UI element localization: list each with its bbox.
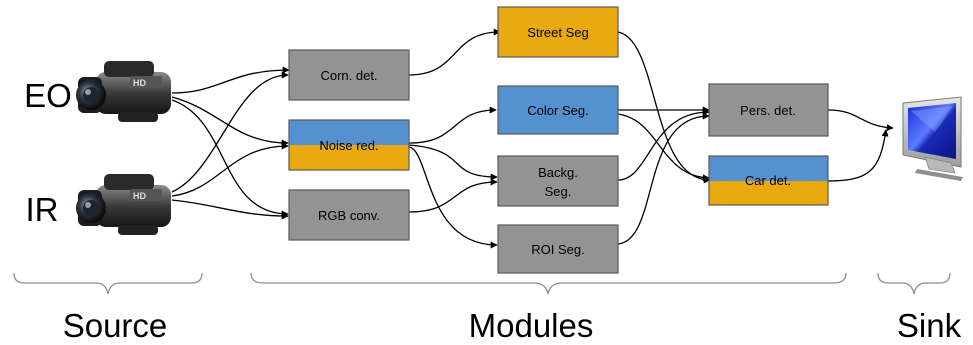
source-label-eo: EO — [24, 77, 72, 114]
edge-backg-pers — [617, 108, 710, 181]
monitor-icon — [902, 96, 963, 181]
module-color-segmentation: Color Seg. — [497, 85, 619, 135]
module-label: RGB conv. — [318, 208, 380, 223]
module-label: Pers. det. — [740, 103, 796, 118]
edge-corner-street — [408, 28, 501, 76]
module-label: Corn. det. — [320, 68, 377, 83]
module-roi-segmentation: ROI Seg. — [497, 224, 619, 274]
edge-eo-rgb — [171, 99, 289, 218]
module-label: ROI Seg. — [531, 242, 584, 257]
edge-street-car — [617, 31, 711, 184]
source-label-ir: IR — [26, 191, 59, 228]
svg-text:HD: HD — [133, 191, 146, 201]
edge-noise-roi — [408, 146, 498, 249]
module-label: Noise red. — [319, 138, 378, 153]
module-label: Backg. — [538, 165, 578, 180]
module-street-segmentation: Street Seg — [497, 6, 619, 58]
edge-car-sink — [827, 129, 889, 182]
module-car-detection: Car det. — [708, 155, 829, 206]
edge-ir-noise — [171, 142, 289, 197]
module-rgb-conversion: RGB conv. — [288, 189, 410, 241]
edge-roi-pers — [617, 112, 710, 245]
group-label-sink: Sink — [897, 307, 962, 344]
edge-rgb-backg — [408, 178, 498, 213]
module-background-segmentation: Backg. Seg. — [497, 155, 619, 207]
group-label-source: Source — [63, 307, 168, 344]
edges — [171, 28, 894, 249]
module-label: Street Seg — [527, 25, 588, 40]
edge-noise-color — [408, 106, 497, 144]
edge-ir-corner — [171, 71, 289, 193]
sink-brace — [877, 272, 951, 295]
edge-color-car — [617, 113, 710, 182]
video-camera-icon: HD — [76, 61, 171, 122]
edge-eo-corner — [171, 66, 290, 94]
edge-pers-sink — [827, 109, 894, 132]
module-label: Seg. — [545, 184, 572, 199]
module-noise-reduction: Noise red. — [288, 119, 410, 171]
video-camera-icon: HD — [76, 174, 171, 235]
group-label-modules: Modules — [469, 307, 594, 344]
module-corner-detection: Corn. det. — [288, 49, 410, 101]
svg-text:HD: HD — [133, 78, 146, 88]
module-label: Color Seg. — [527, 103, 588, 118]
edge-eo-noise — [171, 96, 289, 147]
edge-ir-rgb — [171, 199, 289, 220]
modules-brace — [250, 272, 847, 295]
module-label: Car det. — [745, 173, 791, 188]
edge-noise-backg — [408, 144, 498, 181]
module-person-detection: Pers. det. — [708, 83, 829, 137]
source-brace — [13, 272, 203, 295]
